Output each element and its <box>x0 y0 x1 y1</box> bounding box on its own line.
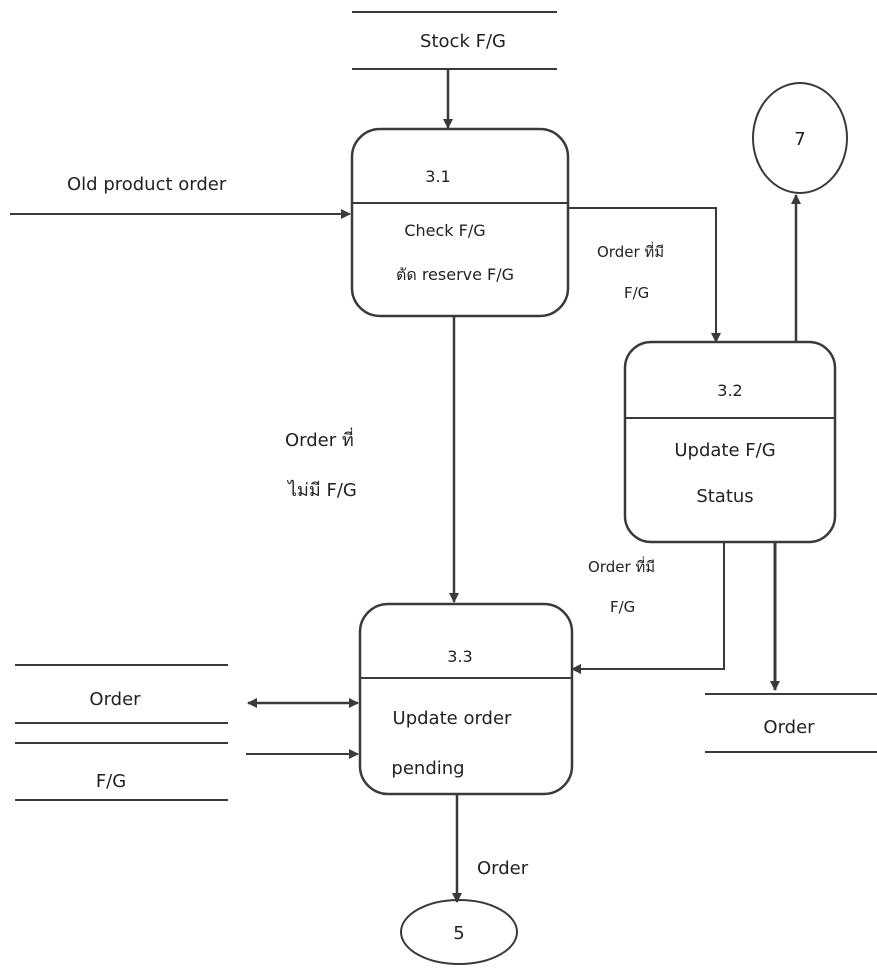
data-store-order-right: Order <box>705 694 877 752</box>
process-label-line2: ตัด reserve F/G <box>396 265 514 284</box>
flow-label-old-product-order: Old product order <box>67 174 227 195</box>
process-id: 3.1 <box>425 167 450 186</box>
data-store-label: Order <box>89 689 141 710</box>
connector-label: 5 <box>453 923 464 944</box>
flow-label-order-with-fg: Order ที่มี <box>597 241 664 261</box>
process-label-line1: Check F/G <box>404 221 485 240</box>
flow-label-order: Order <box>477 858 529 879</box>
data-store-stock-fg: Stock F/G <box>352 12 557 69</box>
flow-label-order-no-fg: Order ที่ <box>285 427 354 451</box>
process-3-1: 3.1 Check F/G ตัด reserve F/G <box>352 129 568 316</box>
data-store-fg-left: F/G <box>15 743 228 800</box>
process-id: 3.2 <box>717 381 742 400</box>
data-store-order-left: Order <box>15 665 228 723</box>
data-store-label: Stock F/G <box>420 31 506 52</box>
process-label-line1: Update order <box>393 708 513 729</box>
flow-label-order-with-fg: F/G <box>610 598 635 616</box>
connector-5: 5 <box>401 900 517 964</box>
process-id: 3.3 <box>447 647 472 666</box>
connector-label: 7 <box>794 129 805 150</box>
flow-3-1-to-3-2 <box>568 208 716 342</box>
process-3-2: 3.2 Update F/G Status <box>625 342 835 542</box>
process-3-3: 3.3 Update order pending <box>360 604 572 794</box>
flow-label-order-with-fg: F/G <box>624 284 649 302</box>
flow-label-order-no-fg: ไม่มี F/G <box>286 479 357 501</box>
data-store-label: Order <box>763 717 815 738</box>
process-label-line2: pending <box>391 758 464 779</box>
process-label-line1: Update F/G <box>674 440 775 461</box>
connector-7: 7 <box>753 83 847 193</box>
flow-label-order-with-fg: Order ที่มี <box>588 556 655 576</box>
process-label-line2: Status <box>696 486 753 507</box>
data-store-label: F/G <box>96 771 126 792</box>
